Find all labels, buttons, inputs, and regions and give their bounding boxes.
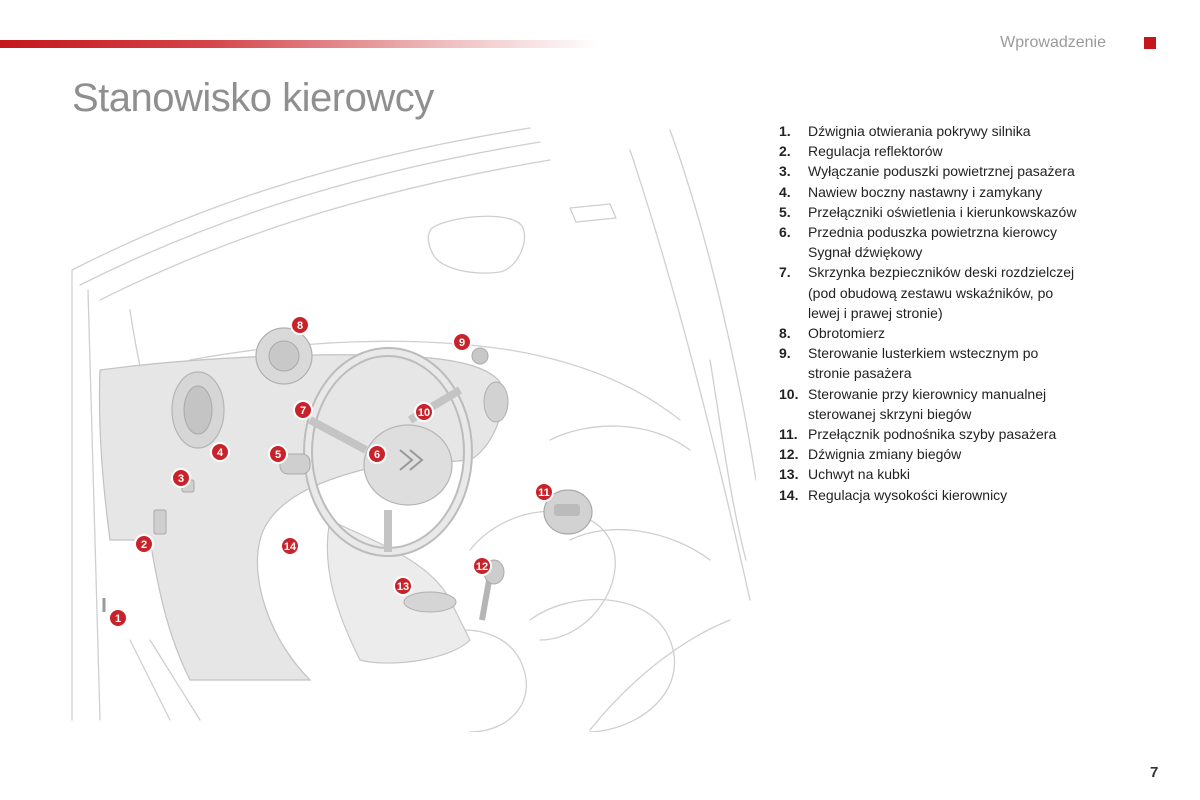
- legend-item: 8. Obrotomierz: [779, 323, 1179, 343]
- legend-text-line: stronie pasażera: [808, 365, 912, 382]
- legend-text-line: Przełączniki oświetlenia i kierunkowskaz…: [808, 203, 1077, 220]
- legend-number: 5.: [779, 203, 791, 220]
- legend-number: 2.: [779, 143, 791, 160]
- legend-text-line: Przełącznik podnośnika szyby pasażera: [808, 426, 1057, 443]
- callout-5: 5: [268, 444, 288, 464]
- legend-text: Regulacja reflektorów: [808, 141, 1179, 161]
- legend-item: 12. Dźwignia zmiany biegów: [779, 444, 1179, 464]
- legend-item: 7. Skrzynka bezpieczników deski rozdzielc…: [779, 262, 1179, 323]
- legend-number: 13.: [779, 466, 799, 483]
- legend-number: 6.: [779, 224, 791, 241]
- legend-number: 8.: [779, 325, 791, 342]
- legend-item: 4. Nawiew boczny nastawny i zamykany: [779, 182, 1179, 202]
- callout-10: 10: [414, 402, 434, 422]
- legend-text-line: Sygnał dźwiękowy: [808, 244, 923, 261]
- svg-text:7: 7: [300, 405, 306, 417]
- legend-text-line: Przednia poduszka powietrzna kierowcy: [808, 224, 1058, 241]
- svg-text:14: 14: [284, 541, 297, 553]
- legend-item: 9. Sterowanie lusterkiem wstecznym po stro…: [779, 343, 1179, 383]
- callout-11: 11: [534, 482, 554, 502]
- cockpit-illustration: 1 2 3 4 5 6 7 8 9 10 11 12 13 14: [71, 127, 756, 732]
- legend-text: Przełącznik podnośnika szyby pasażera: [808, 424, 1179, 444]
- callout-8: 8: [290, 315, 310, 335]
- legend-text: Wyłączanie poduszki powietrznej pasażera: [808, 161, 1179, 181]
- legend-text: Nawiew boczny nastawny i zamykany: [808, 182, 1179, 202]
- legend-text: Obrotomierz: [808, 323, 1179, 343]
- legend-number: 1.: [779, 123, 791, 139]
- svg-text:9: 9: [459, 337, 465, 349]
- legend-text: Skrzynka bezpieczników deski rozdzielcze…: [808, 262, 1179, 323]
- legend-list: 1. Dźwignia otwierania pokrywy silnika 2. R…: [779, 121, 1179, 505]
- legend-text: Dźwignia otwierania pokrywy silnika: [808, 121, 1179, 141]
- svg-text:12: 12: [476, 561, 488, 573]
- callout-7: 7: [293, 400, 313, 420]
- legend-text-line: lewej i prawej stronie): [808, 304, 943, 321]
- legend-number: 3.: [779, 163, 791, 180]
- callout-9: 9: [452, 332, 472, 352]
- legend-text-line: Skrzynka bezpieczników deski rozdzielcze…: [808, 264, 1075, 281]
- svg-text:8: 8: [297, 320, 303, 332]
- legend-text-line: Regulacja wysokości kierownicy: [808, 486, 1008, 503]
- svg-text:6: 6: [374, 449, 380, 461]
- callout-3: 3: [171, 468, 191, 488]
- legend-number: 12.: [779, 446, 799, 463]
- svg-text:11: 11: [538, 487, 550, 499]
- svg-text:1: 1: [115, 613, 121, 625]
- legend-item: 1. Dźwignia otwierania pokrywy silnika: [779, 121, 1179, 141]
- legend-number: 9.: [779, 345, 791, 362]
- svg-text:13: 13: [397, 581, 409, 593]
- legend-text-line: (pod obudową zestawu wskaźników, po: [808, 284, 1054, 301]
- callout-1: 1: [108, 608, 128, 628]
- svg-text:3: 3: [178, 473, 184, 485]
- legend-text: Sterowanie przy kierownicy manualnej ster…: [808, 384, 1179, 424]
- callout-14: 14: [280, 536, 300, 556]
- legend-text-line: Nawiew boczny nastawny i zamykany: [808, 183, 1043, 200]
- legend-number: 11.: [779, 426, 798, 443]
- svg-text:2: 2: [141, 539, 147, 551]
- legend-text-line: Sterowanie lusterkiem wstecznym po: [808, 345, 1039, 362]
- legend-text-line: Dźwignia zmiany biegów: [808, 446, 962, 463]
- legend-item: 14. Regulacja wysokości kierownicy: [779, 485, 1179, 505]
- top-accent-bar: [0, 40, 600, 48]
- svg-text:5: 5: [275, 449, 281, 461]
- callout-12: 12: [472, 556, 492, 576]
- section-marker: [1144, 37, 1156, 49]
- svg-text:4: 4: [217, 447, 224, 459]
- legend-item: 5. Przełączniki oświetlenia i kierunkowsk…: [779, 202, 1179, 222]
- legend-text: Sterowanie lusterkiem wstecznym po stroni…: [808, 343, 1179, 383]
- callout-4: 4: [210, 442, 230, 462]
- callout-2: 2: [134, 534, 154, 554]
- legend-text-line: Sterowanie przy kierownicy manualnej: [808, 385, 1047, 402]
- legend-number: 4.: [779, 183, 791, 200]
- legend-text-line: Dźwignia otwierania pokrywy silnika: [808, 123, 1031, 139]
- legend-text-line: Uchwyt na kubki: [808, 466, 910, 483]
- legend-number: 14.: [779, 486, 799, 503]
- legend-item: 11. Przełącznik podnośnika szyby pasażera: [779, 424, 1179, 444]
- legend-item: 3. Wyłączanie poduszki powietrznej pasaże…: [779, 161, 1179, 181]
- legend-text: Dźwignia zmiany biegów: [808, 444, 1179, 464]
- legend-item: 13. Uchwyt na kubki: [779, 464, 1179, 484]
- legend-item: 2. Regulacja reflektorów: [779, 141, 1179, 161]
- legend-text-line: sterowanej skrzyni biegów: [808, 405, 972, 422]
- legend-text-line: Regulacja reflektorów: [808, 143, 943, 160]
- page-number: 7: [1150, 764, 1159, 781]
- page-title: Stanowisko kierowcy: [72, 76, 434, 120]
- legend-text-line: Obrotomierz: [808, 325, 886, 342]
- legend-text: Uchwyt na kubki: [808, 464, 1179, 484]
- legend-text: Regulacja wysokości kierownicy: [808, 485, 1179, 505]
- legend-number: 7.: [779, 264, 791, 281]
- svg-text:10: 10: [418, 407, 430, 419]
- callout-13: 13: [393, 576, 413, 596]
- legend-text: Przełączniki oświetlenia i kierunkowskaz…: [808, 202, 1179, 222]
- legend-item: 10. Sterowanie przy kierownicy manualnej s…: [779, 384, 1179, 424]
- legend-number: 10.: [779, 385, 799, 402]
- callout-6: 6: [367, 444, 387, 464]
- legend-text-line: Wyłączanie poduszki powietrznej pasażera: [808, 163, 1075, 180]
- section-label: Wprowadzenie: [1000, 34, 1106, 51]
